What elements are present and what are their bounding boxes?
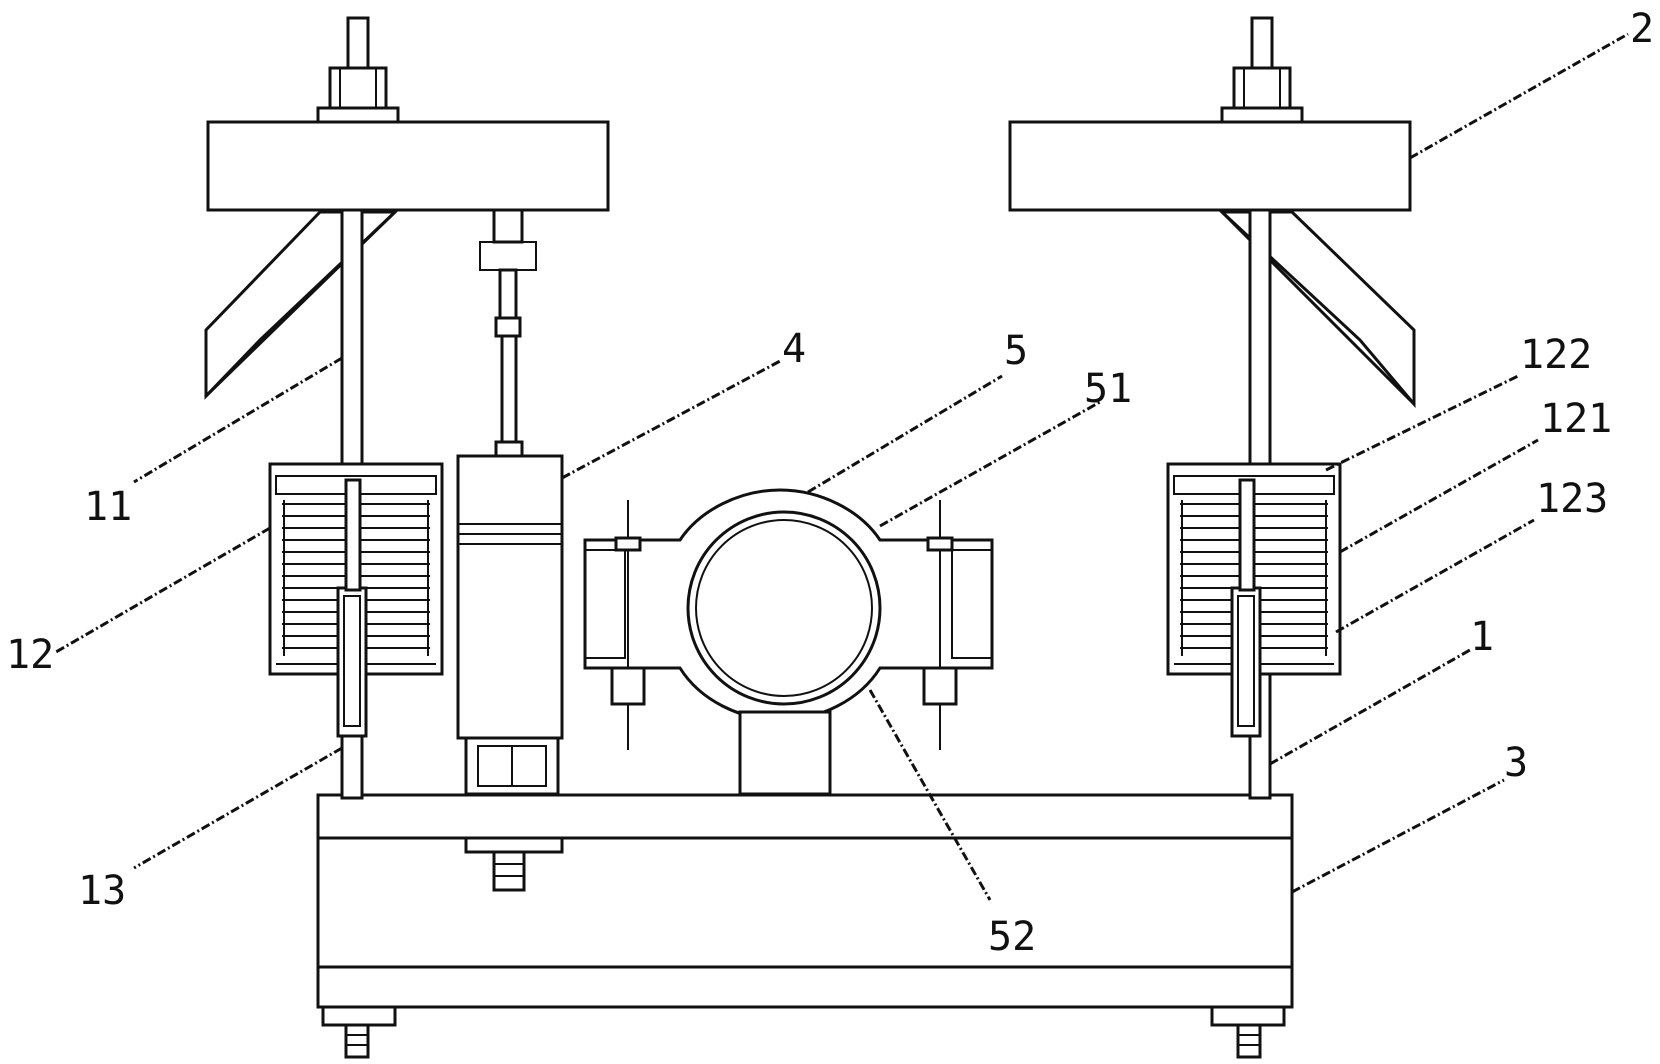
label-13: 13: [78, 868, 126, 914]
pipe-clamp: [585, 490, 992, 794]
label-5: 5: [1004, 328, 1028, 374]
base-frame: [318, 795, 1292, 1057]
label-51: 51: [1084, 366, 1132, 412]
label-4: 4: [782, 326, 806, 372]
label-2: 2: [1630, 6, 1654, 52]
label-3: 3: [1504, 740, 1528, 786]
label-12: 12: [6, 632, 54, 678]
label-52: 52: [988, 914, 1036, 960]
actuator: [458, 210, 562, 794]
label-121: 121: [1540, 396, 1612, 442]
label-122: 122: [1520, 332, 1592, 378]
right-spring-damper: [1168, 464, 1340, 736]
label-11: 11: [84, 484, 132, 530]
left-upper-beam: [206, 18, 608, 396]
left-spring-damper: [270, 464, 442, 736]
right-upper-beam: [1010, 18, 1414, 404]
label-123: 123: [1536, 476, 1608, 522]
label-1: 1: [1470, 614, 1494, 660]
